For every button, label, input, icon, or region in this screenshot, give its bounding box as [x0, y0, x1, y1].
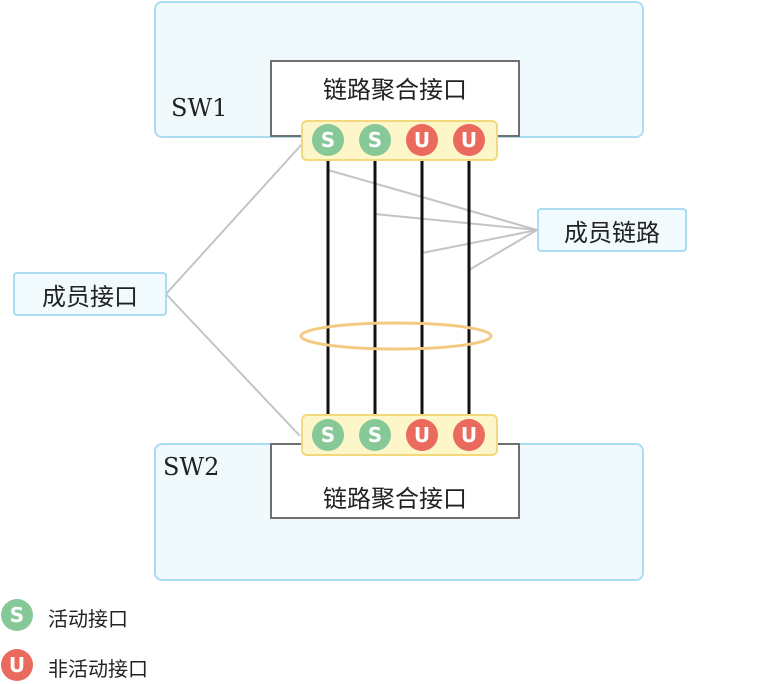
sw1-port-4: U [453, 124, 485, 156]
callout-line-link-2 [374, 213, 538, 231]
callout-member-link-label: 成员链路 [564, 218, 660, 247]
sw1-port-3: U [406, 124, 438, 156]
sw2-port-4: U [453, 419, 485, 451]
sw1-agg-label: 链路聚合接口 [323, 76, 467, 104]
sw1-port-2: S [359, 124, 391, 156]
callout-line-link-3 [421, 229, 538, 254]
legend-active-dot: S [1, 599, 33, 631]
sw1-label: SW1 [171, 94, 228, 122]
callout-member-interface: 成员接口 [13, 272, 167, 316]
sw1-port-1: S [312, 124, 344, 156]
legend-inactive-dot: U [1, 649, 33, 681]
lag-bundle-ellipse [299, 321, 493, 351]
callout-line-interface-top [165, 142, 304, 295]
sw2-label: SW2 [163, 453, 220, 481]
sw2-port-3: U [406, 419, 438, 451]
sw2-port-1: S [312, 419, 344, 451]
legend-active-text: 活动接口 [48, 607, 128, 631]
sw2-port-2: S [359, 419, 391, 451]
sw2-port-bar: S S U U [301, 414, 498, 456]
callout-line-interface-bottom [165, 293, 301, 437]
callout-line-link-4 [468, 229, 538, 271]
sw2-agg-label: 链路聚合接口 [323, 485, 467, 513]
callout-member-link: 成员链路 [537, 208, 687, 252]
sw1-port-bar: S S U U [301, 120, 498, 161]
callout-member-interface-label: 成员接口 [42, 282, 138, 311]
legend-inactive-text: 非活动接口 [48, 657, 148, 681]
callout-line-link-1 [327, 169, 538, 231]
